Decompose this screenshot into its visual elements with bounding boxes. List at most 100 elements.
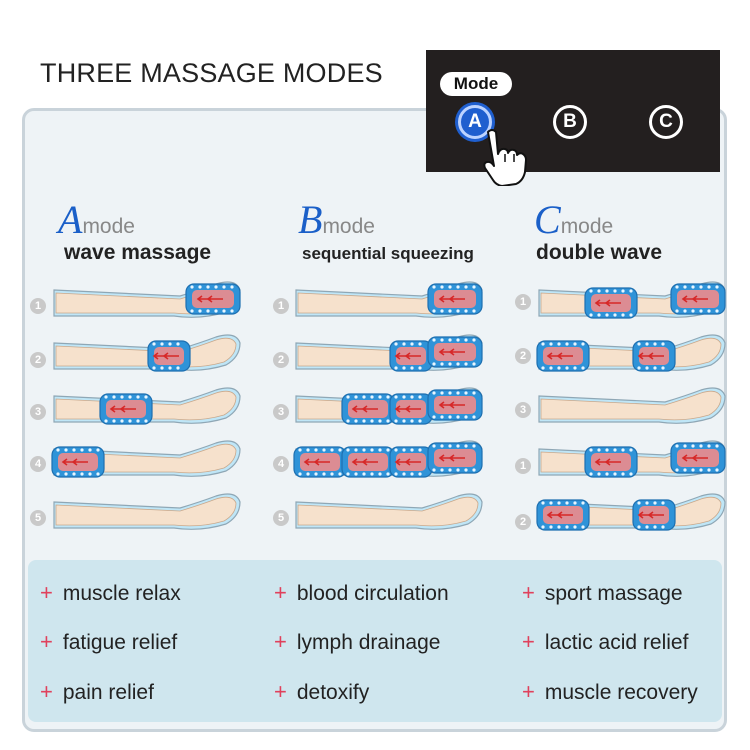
- leg-skin: [55, 496, 237, 527]
- mode-b-step-number: 4: [273, 456, 289, 472]
- pressure-arrow: [394, 352, 409, 360]
- mode-a-diagram: [51, 281, 241, 530]
- benefit-item: + sport massage: [522, 580, 683, 606]
- mode-c-button[interactable]: C: [649, 105, 683, 139]
- pressure-arrow: [394, 405, 409, 413]
- cuff-dot: [214, 309, 218, 313]
- cuff-dot: [370, 419, 374, 423]
- cuff-dot: [402, 472, 406, 476]
- cuff-dot: [549, 342, 553, 346]
- cuff-dot: [605, 472, 609, 476]
- cuff-dot: [418, 366, 422, 370]
- cuff-dot: [440, 338, 444, 342]
- cuff-dot: [330, 448, 334, 452]
- pressure-arrow: [196, 295, 211, 303]
- benefit-item: +lactic acid relief: [522, 629, 688, 655]
- cuff-dot: [699, 285, 703, 289]
- leg-row: [295, 493, 483, 530]
- cuff-dot: [362, 419, 366, 423]
- cuff-dot: [152, 342, 156, 346]
- mode-a-letter: A: [58, 197, 83, 242]
- cuff-dot: [621, 313, 625, 317]
- cuff-dot: [386, 448, 390, 452]
- cuff-dot: [691, 468, 695, 472]
- mode-c-step-number: 3: [515, 402, 531, 418]
- cuff-dot: [298, 448, 302, 452]
- cuff-dot: [104, 395, 108, 399]
- leg-row: [295, 387, 483, 425]
- cuff-dot: [410, 448, 414, 452]
- mode-b-word: mode: [322, 215, 375, 238]
- cuff-dot: [354, 448, 358, 452]
- leg-row: [295, 334, 483, 372]
- cuff-dot: [715, 444, 719, 448]
- cuff-dot: [168, 342, 172, 346]
- cuff-dot: [707, 444, 711, 448]
- cuff-dot: [621, 448, 625, 452]
- cuff-dot: [222, 309, 226, 313]
- cuff-dot: [565, 525, 569, 529]
- mode-a-button[interactable]: A: [458, 105, 492, 139]
- cuff-dot: [589, 448, 593, 452]
- cuff-dot: [675, 468, 679, 472]
- mode-b-step-number: 5: [273, 510, 289, 526]
- leg-row: [53, 334, 241, 372]
- cuff-dot: [136, 419, 140, 423]
- cuff-dot: [440, 362, 444, 366]
- mode-a-heading: Amode: [58, 196, 135, 243]
- plus-icon: +: [274, 629, 287, 654]
- cuff-dot: [456, 285, 460, 289]
- cuff-dot: [456, 309, 460, 313]
- cuff-dot: [699, 468, 703, 472]
- cuff-dot: [597, 448, 601, 452]
- cuff-dot: [448, 415, 452, 419]
- cuff-dot: [432, 285, 436, 289]
- cuff-dot: [472, 309, 476, 313]
- cuff-dot: [707, 468, 711, 472]
- mode-b-letter: B: [298, 197, 323, 242]
- pressure-arrow: [394, 458, 409, 466]
- cuff-dot: [605, 313, 609, 317]
- cuff-dot: [96, 472, 100, 476]
- cuff-dot: [362, 448, 366, 452]
- cuff-dot: [206, 285, 210, 289]
- cuff-dot: [464, 338, 468, 342]
- cuff-dot: [581, 525, 585, 529]
- benefit-item: +detoxify: [274, 679, 369, 705]
- pressure-arrow: [546, 352, 561, 360]
- mode-a-step-number: 4: [30, 456, 46, 472]
- cuff-dot: [605, 448, 609, 452]
- benefit-item: +lymph drainage: [274, 629, 440, 655]
- mode-a-word: mode: [82, 215, 135, 238]
- cuff-dot: [661, 525, 665, 529]
- cuff-dot: [581, 366, 585, 370]
- cuff-dot: [410, 366, 414, 370]
- cuff-dot: [440, 309, 444, 313]
- cuff-dot: [72, 448, 76, 452]
- cuff-dot: [448, 362, 452, 366]
- leg-skin: [540, 390, 722, 421]
- benefits-box: [28, 560, 722, 722]
- cuff-dot: [699, 444, 703, 448]
- cuff-dot: [198, 309, 202, 313]
- cuff-dot: [589, 472, 593, 476]
- cuff-dot: [206, 309, 210, 313]
- plus-icon: +: [40, 629, 53, 654]
- cuff-dot: [456, 391, 460, 395]
- benefit-label: sport massage: [544, 582, 683, 605]
- cuff-dot: [464, 415, 468, 419]
- plus-icon: +: [522, 580, 535, 605]
- cuff-dot: [629, 289, 633, 293]
- cuff-dot: [440, 468, 444, 472]
- cuff-dot: [472, 415, 476, 419]
- mode-c-subtitle: double wave: [536, 241, 663, 264]
- cuff-dot: [637, 525, 641, 529]
- leg-row: [295, 281, 483, 318]
- mode-b-button[interactable]: B: [553, 105, 587, 139]
- cuff-dot: [370, 472, 374, 476]
- cuff-dot: [214, 285, 218, 289]
- cuff-dot: [378, 419, 382, 423]
- cuff-dot: [104, 419, 108, 423]
- pressure-arrow: [303, 458, 318, 466]
- pressure-arrow: [152, 352, 167, 360]
